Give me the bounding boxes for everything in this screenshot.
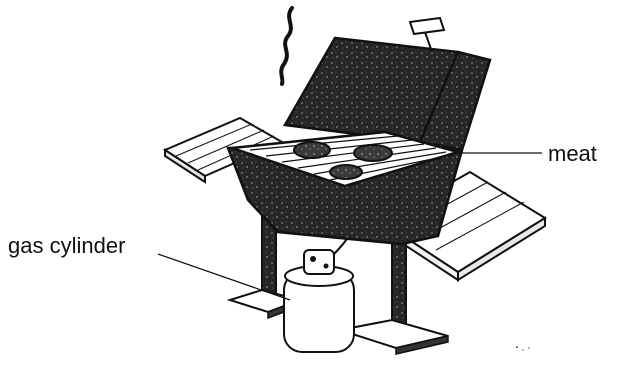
grill-firebox bbox=[226, 130, 464, 246]
gas-cylinder-label: gas cylinder bbox=[8, 233, 125, 258]
gas-cylinder-leader-line bbox=[157, 253, 291, 301]
smoke-wisp bbox=[279, 6, 294, 86]
cooking-grate bbox=[231, 130, 463, 188]
gas-cylinder bbox=[283, 213, 361, 353]
meat-patties bbox=[293, 141, 393, 180]
grill-lid bbox=[282, 16, 492, 152]
meat-label: meat bbox=[548, 141, 597, 166]
scan-dots bbox=[516, 346, 530, 351]
right-side-shelf bbox=[380, 170, 547, 282]
